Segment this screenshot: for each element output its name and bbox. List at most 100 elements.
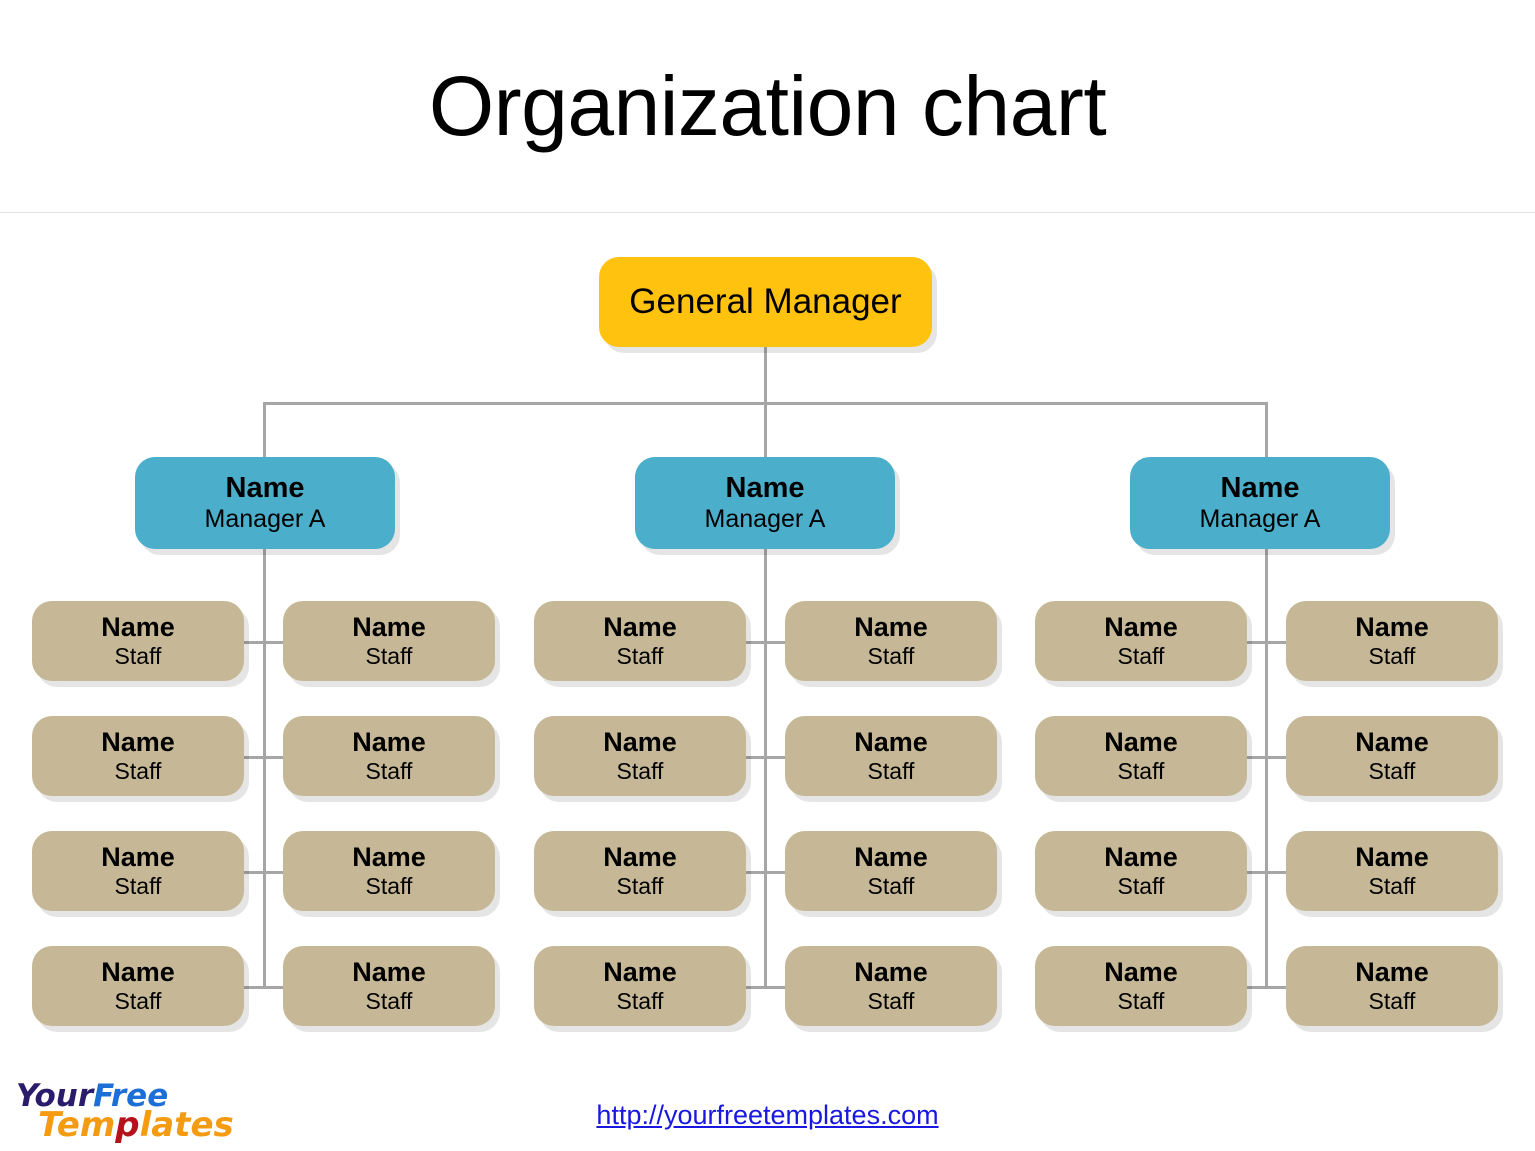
node-role: Staff xyxy=(1117,642,1165,669)
node-staff[interactable]: Name Staff xyxy=(32,716,244,796)
node-staff[interactable]: Name Staff xyxy=(1286,716,1498,796)
node-staff[interactable]: Name Staff xyxy=(534,601,746,681)
node-role: Staff xyxy=(365,757,413,784)
node-staff[interactable]: Name Staff xyxy=(1286,831,1498,911)
connector-stub-b3-r4-right xyxy=(1265,986,1287,989)
node-name: Name xyxy=(352,727,426,758)
node-name: Name xyxy=(1355,612,1429,643)
node-role: Staff xyxy=(1368,757,1416,784)
node-role: Manager A xyxy=(704,504,826,533)
logo-word-p: p xyxy=(115,1105,140,1145)
node-staff[interactable]: Name Staff xyxy=(1035,716,1247,796)
node-staff[interactable]: Name Staff xyxy=(1286,946,1498,1026)
node-role: Staff xyxy=(365,642,413,669)
node-role: Staff xyxy=(616,757,664,784)
node-role: Staff xyxy=(616,987,664,1014)
node-role: Staff xyxy=(616,872,664,899)
node-label: General Manager xyxy=(629,281,902,321)
connector-stub-b1-r2-right xyxy=(263,756,285,759)
node-role: Staff xyxy=(867,757,915,784)
logo-line-1: YourFree xyxy=(16,1078,168,1114)
connector-spine-branch-2 xyxy=(764,549,767,987)
connector-stub-b1-r3-left xyxy=(243,871,265,874)
connector-stub-b1-r4-right xyxy=(263,986,285,989)
node-name: Name xyxy=(603,842,677,873)
node-name: Name xyxy=(225,471,305,504)
node-name: Name xyxy=(101,727,175,758)
footer-url-link[interactable]: http://yourfreetemplates.com xyxy=(596,1100,939,1130)
node-name: Name xyxy=(101,842,175,873)
connector-stub-b3-r2-left xyxy=(1245,756,1267,759)
node-name: Name xyxy=(352,842,426,873)
node-staff[interactable]: Name Staff xyxy=(32,831,244,911)
node-name: Name xyxy=(603,727,677,758)
node-staff[interactable]: Name Staff xyxy=(283,601,495,681)
node-role: Staff xyxy=(1368,987,1416,1014)
node-name: Name xyxy=(603,957,677,988)
node-staff[interactable]: Name Staff xyxy=(283,831,495,911)
node-name: Name xyxy=(101,612,175,643)
node-name: Name xyxy=(1220,471,1300,504)
connector-stub-b3-r1-right xyxy=(1265,641,1287,644)
node-staff[interactable]: Name Staff xyxy=(534,716,746,796)
node-staff[interactable]: Name Staff xyxy=(1035,601,1247,681)
node-staff[interactable]: Name Staff xyxy=(32,946,244,1026)
page-title: Organization chart xyxy=(428,59,1107,153)
node-role: Manager A xyxy=(204,504,326,533)
node-staff[interactable]: Name Staff xyxy=(283,716,495,796)
node-name: Name xyxy=(101,957,175,988)
connector-stub-b1-r3-right xyxy=(263,871,285,874)
logo-word-your: Your xyxy=(16,1078,94,1114)
node-name: Name xyxy=(1355,957,1429,988)
logo-word-lates: lates xyxy=(139,1105,234,1145)
node-role: Staff xyxy=(1117,757,1165,784)
node-role: Staff xyxy=(365,872,413,899)
connector-drop-branch-2 xyxy=(764,402,767,462)
node-general-manager[interactable]: General Manager xyxy=(599,257,932,347)
connector-stub-b1-r4-left xyxy=(243,986,265,989)
node-name: Name xyxy=(854,957,928,988)
connector-drop-branch-1 xyxy=(263,402,266,462)
node-name: Name xyxy=(854,727,928,758)
connector-stub-b1-r1-left xyxy=(243,641,265,644)
node-staff[interactable]: Name Staff xyxy=(785,831,997,911)
node-staff[interactable]: Name Staff xyxy=(32,601,244,681)
node-staff[interactable]: Name Staff xyxy=(1035,831,1247,911)
node-manager-1[interactable]: Name Manager A xyxy=(135,457,395,549)
node-staff[interactable]: Name Staff xyxy=(1035,946,1247,1026)
node-name: Name xyxy=(352,957,426,988)
node-role: Staff xyxy=(114,987,162,1014)
connector-stub-b1-r2-left xyxy=(243,756,265,759)
node-staff[interactable]: Name Staff xyxy=(785,716,997,796)
node-name: Name xyxy=(603,612,677,643)
connector-stub-b2-r4-left xyxy=(744,986,766,989)
node-staff[interactable]: Name Staff xyxy=(534,831,746,911)
connector-stub-b2-r2-right xyxy=(764,756,786,759)
connector-stub-b3-r3-left xyxy=(1245,871,1267,874)
node-role: Staff xyxy=(1368,642,1416,669)
node-staff[interactable]: Name Staff xyxy=(534,946,746,1026)
node-role: Staff xyxy=(616,642,664,669)
node-staff[interactable]: Name Staff xyxy=(785,601,997,681)
logo-line-2: Templates xyxy=(38,1105,234,1145)
title-area: Organization chart xyxy=(0,0,1535,213)
title-divider xyxy=(0,212,1535,213)
node-manager-2[interactable]: Name Manager A xyxy=(635,457,895,549)
yourfreetemplates-logo: YourFree Templates xyxy=(10,1078,234,1148)
logo-word-free: Free xyxy=(93,1078,169,1114)
node-staff[interactable]: Name Staff xyxy=(283,946,495,1026)
connector-stub-b3-r4-left xyxy=(1245,986,1267,989)
node-role: Staff xyxy=(114,872,162,899)
node-manager-3[interactable]: Name Manager A xyxy=(1130,457,1390,549)
node-name: Name xyxy=(854,842,928,873)
node-role: Staff xyxy=(1117,987,1165,1014)
node-name: Name xyxy=(1104,957,1178,988)
node-role: Staff xyxy=(867,872,915,899)
node-name: Name xyxy=(1355,842,1429,873)
node-role: Staff xyxy=(867,642,915,669)
node-staff[interactable]: Name Staff xyxy=(785,946,997,1026)
node-role: Staff xyxy=(1117,872,1165,899)
node-staff[interactable]: Name Staff xyxy=(1286,601,1498,681)
connector-stub-b2-r2-left xyxy=(744,756,766,759)
